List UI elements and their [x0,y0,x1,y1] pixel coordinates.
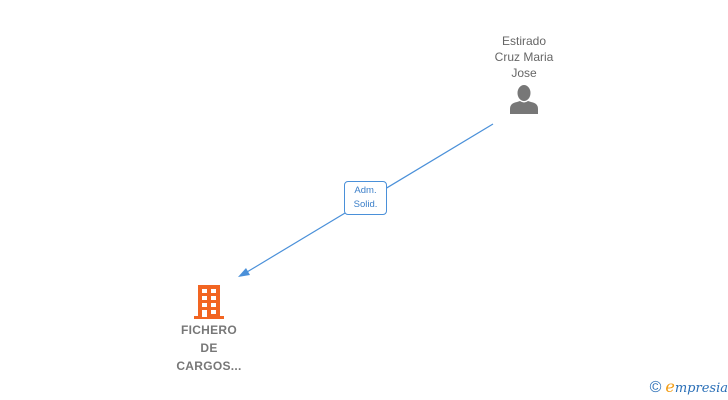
copyright-icon: © [649,379,662,396]
arrowhead-icon [238,268,250,277]
company-name-line-2: DE [200,341,218,355]
person-icon[interactable] [509,84,539,114]
company-name-line-3: CARGOS... [176,359,242,373]
brand-first-letter: e [665,377,675,396]
brand-rest: mpresia [674,381,728,396]
company-name-line-1: FICHERO [180,323,238,337]
company-node[interactable]: FICHERO DE CARGOS... [158,284,260,374]
person-node[interactable]: Estirado Cruz Maria Jose [474,33,574,114]
edge-label-line-1: Adm. [354,185,377,196]
person-name-line-1: Estirado [501,34,547,48]
building-icon[interactable] [192,284,226,320]
footer-brand: © empresia [650,378,728,398]
person-name-line-2: Cruz Maria [494,50,554,64]
edge-label-role[interactable]: Adm. Solid. [344,181,387,215]
person-name-line-3: Jose [511,66,537,80]
edge-label-line-2: Solid. [353,199,378,210]
brand-logo[interactable]: empresia [665,378,728,398]
